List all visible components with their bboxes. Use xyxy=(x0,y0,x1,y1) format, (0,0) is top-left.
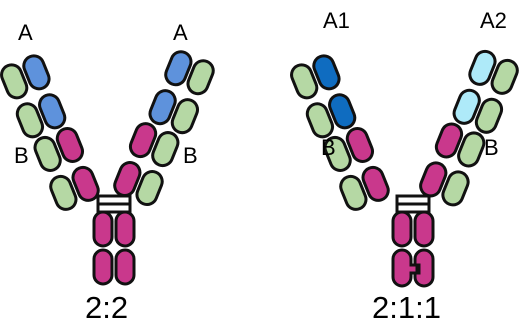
fab-a-ch-domain xyxy=(148,89,177,126)
label-a2: A2 xyxy=(480,8,507,33)
label-a1: A1 xyxy=(323,8,350,33)
hole-domain xyxy=(413,248,435,288)
left-arm xyxy=(290,54,357,139)
fab-b-domain xyxy=(361,165,390,202)
light-chain-domain xyxy=(339,174,368,211)
ratio-label: 2:1:1 xyxy=(372,290,441,325)
left-arm-lower xyxy=(323,126,390,211)
light-chain-domain xyxy=(151,131,180,168)
fab-a2-ch-domain xyxy=(452,88,481,125)
fab-a1-vh-domain xyxy=(312,54,341,91)
fab-b-domain xyxy=(55,126,85,163)
knob-domain xyxy=(391,248,419,288)
light-chain-domain xyxy=(290,63,319,100)
fab-b-domain xyxy=(128,122,158,159)
left-arm-lower xyxy=(33,126,100,211)
light-chain-domain xyxy=(441,170,470,207)
light-chain-domain xyxy=(33,135,62,172)
label-b-left: B xyxy=(14,143,29,168)
fab-a-vh-domain xyxy=(22,54,51,91)
ratio-label: 2:2 xyxy=(85,290,128,325)
left-arm xyxy=(0,54,67,139)
hinge xyxy=(395,194,431,214)
light-chain-domain xyxy=(457,131,486,168)
light-chain-domain xyxy=(49,174,78,211)
fab-a-vh-domain xyxy=(164,50,193,87)
light-chain-domain xyxy=(135,170,164,207)
antibody-2-2: A A B B 2:2 xyxy=(0,20,215,325)
fab-b-domain xyxy=(434,122,464,159)
fab-b-domain xyxy=(71,165,100,202)
light-chain-domain xyxy=(186,59,215,96)
light-chain-domain xyxy=(305,102,335,139)
label-a-left: A xyxy=(18,20,33,45)
fab-a-ch-domain xyxy=(38,93,67,130)
right-arm xyxy=(452,49,519,134)
light-chain-domain xyxy=(0,63,29,100)
label-b-right: B xyxy=(183,143,198,168)
light-chain-domain xyxy=(170,98,200,135)
fab-a2-vh-domain xyxy=(468,49,497,86)
right-arm-lower xyxy=(419,122,486,207)
hinge xyxy=(96,194,132,214)
label-a-right: A xyxy=(173,20,188,45)
light-chain-domain xyxy=(323,135,352,172)
fab-a1-ch-domain xyxy=(328,93,357,130)
fc-region xyxy=(92,210,136,286)
light-chain-domain xyxy=(474,97,504,134)
label-b-right: B xyxy=(484,135,499,160)
light-chain-domain xyxy=(490,58,519,95)
right-arm xyxy=(148,50,215,135)
right-arm-lower xyxy=(113,122,180,207)
label-b-left: B xyxy=(321,135,336,160)
light-chain-domain xyxy=(15,102,45,139)
antibody-2-1-1: A1 A2 B B 2:1:1 xyxy=(290,8,519,325)
fab-b-domain xyxy=(345,126,375,163)
fc-region xyxy=(391,210,435,288)
